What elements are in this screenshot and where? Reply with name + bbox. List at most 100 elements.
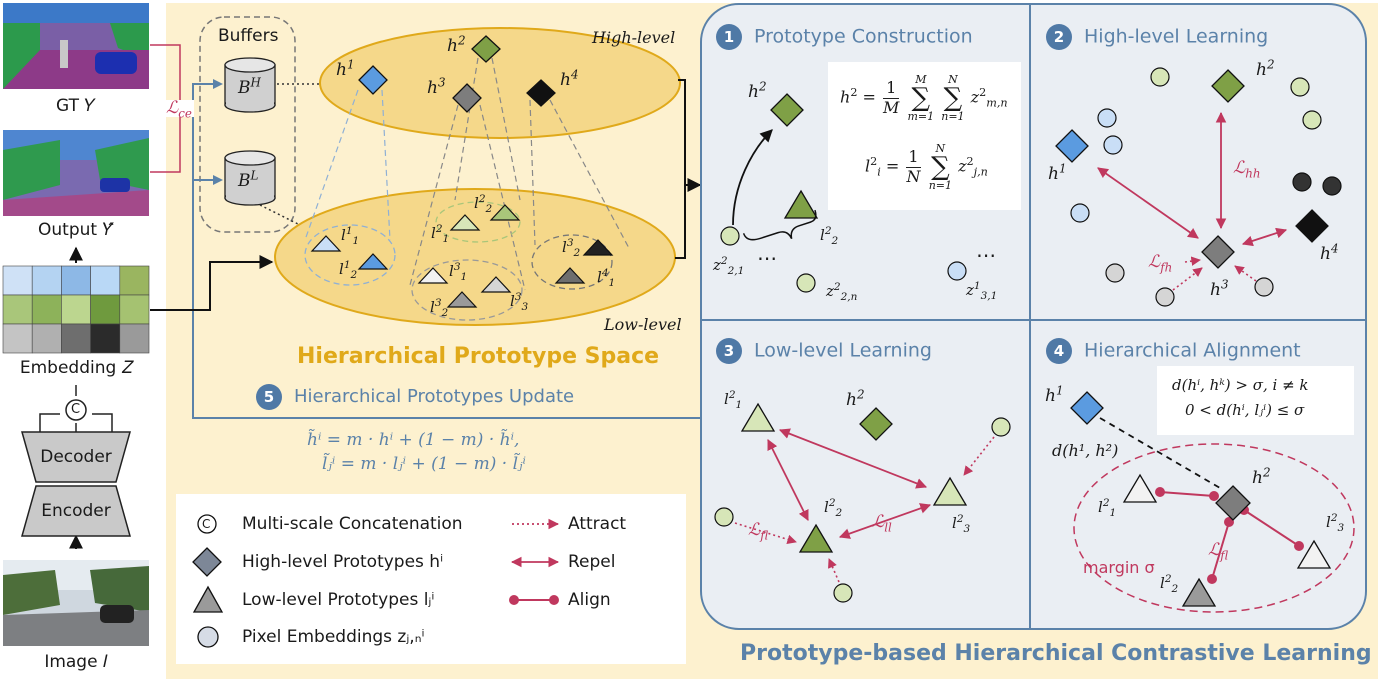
legend-concat: Multi-scale Concatenation — [242, 514, 463, 534]
gt-label: GT 𝑌 — [56, 96, 96, 116]
p4-h2-label: h2 — [1252, 465, 1271, 488]
p4-margin-ellipse — [1073, 443, 1355, 613]
space-l14-label: l41 — [597, 267, 616, 289]
decoder-block — [21, 431, 131, 483]
legend-concat-symbol: C — [202, 517, 211, 531]
space-l12-triangle — [449, 214, 481, 231]
embedding-cell — [2, 323, 33, 354]
p2-h3-diamond — [1201, 235, 1235, 269]
p1-equation-box — [828, 62, 1021, 210]
space-l21-label: l12 — [339, 259, 358, 281]
space-l14-triangle — [554, 267, 586, 284]
p1-z31-label: z13,1 — [966, 280, 998, 302]
space-l11-triangle — [310, 235, 342, 252]
high-level-label: High-level — [592, 28, 676, 47]
p4-cond-2: 0 < d(hⁱ, lⱼⁱ) ≤ σ — [1185, 401, 1305, 419]
space-l23b-label: l32 — [562, 237, 581, 259]
p3-l1-label: l21 — [724, 389, 743, 411]
p1-dots-1: ⋯ — [757, 246, 777, 270]
p4-distance-line — [1099, 417, 1221, 489]
embedding-cell — [119, 323, 150, 354]
p3-l3-label: l23 — [952, 513, 971, 535]
contrastive-title: Prototype-based Hierarchical Contrastive… — [740, 641, 1372, 666]
space-l11-label: l11 — [341, 225, 360, 247]
p3-l2-label: l22 — [824, 497, 843, 519]
space-l22-label: l22 — [474, 193, 493, 215]
p2-h1-label: h1 — [1048, 161, 1067, 184]
gt-image — [3, 3, 149, 89]
cluster-3 — [411, 259, 523, 321]
p2-h1-diamond — [1055, 129, 1089, 163]
embedding-cell — [61, 323, 91, 354]
embedding-cell — [90, 294, 121, 325]
space-l23-label: l32 — [430, 297, 449, 319]
space-h4-diamond — [526, 79, 556, 107]
low-to-panels-line — [675, 185, 686, 259]
embedding-cell — [2, 294, 33, 325]
p2-h4-label: h4 — [1320, 241, 1339, 264]
buffer-h-cylinder — [224, 57, 276, 113]
p4-l1-triangle — [1122, 473, 1158, 503]
p4-loss-fl: ℒfl — [1208, 540, 1229, 563]
concat-circle — [65, 399, 87, 421]
p4-l2-label: l22 — [1160, 573, 1179, 595]
embedding-cell — [31, 265, 62, 296]
decoder-label: Decoder — [40, 447, 112, 467]
p1-z2n-label: z22,n — [826, 281, 858, 303]
encoder-label: Encoder — [41, 501, 111, 521]
p2-h2-label: h2 — [1256, 57, 1275, 80]
p4-h1-label: h1 — [1045, 383, 1064, 406]
p1-brace — [742, 209, 817, 241]
embedding-cell — [61, 294, 91, 325]
space-h1-diamond — [358, 65, 388, 95]
space-h2-diamond — [471, 35, 501, 63]
update-eq-2: l̃ⱼⁱ = m · lⱼⁱ + (1 − m) · l̃ⱼⁱ — [322, 454, 526, 474]
cluster-1 — [304, 224, 396, 286]
space-h1-label: h1 — [336, 57, 355, 80]
contrastive-panel — [700, 3, 1367, 630]
p1-z2n-circle — [796, 273, 816, 293]
space-l22-triangle — [489, 204, 521, 221]
p1-l2-label: l22 — [820, 225, 839, 247]
p4-cond-1: d(hⁱ, hᵏ) > σ, i ≠ k — [1172, 376, 1309, 394]
high-to-panels-arrow — [678, 79, 702, 192]
embedding-cell — [90, 323, 121, 354]
embedding-grid — [2, 265, 150, 354]
embedding-cell — [31, 323, 62, 354]
p3-pixel-bottom — [833, 583, 853, 603]
concat-symbol: C — [71, 402, 81, 417]
embedding-label: Embedding 𝑍 — [19, 358, 133, 378]
p3-h2-label: h2 — [846, 387, 865, 410]
p4-align-lines — [1159, 491, 1300, 580]
update-arrowhead-h — [213, 79, 223, 89]
p1-h2-label: h2 — [748, 79, 767, 102]
space-l13-triangle — [417, 267, 449, 284]
p4-l3-label: l23 — [1326, 512, 1345, 534]
p4-h2-diamond — [1215, 485, 1251, 521]
legend-concat-icon — [197, 514, 217, 534]
p2-loss-hh: ℒhh — [1233, 158, 1261, 181]
low-level-label: Low-level — [604, 315, 682, 334]
buffers-title: Buffers — [218, 26, 279, 46]
update-eq-1: h̃ⁱ = m · hⁱ + (1 − m) · h̃ⁱ, — [307, 430, 520, 450]
space-h4-label: h4 — [560, 67, 579, 90]
embedding-cell — [61, 265, 91, 296]
space-l23-triangle — [446, 291, 478, 308]
space-l33-triangle — [480, 276, 512, 293]
p3-l3-triangle — [932, 476, 968, 506]
p3-pixel-right — [991, 417, 1011, 437]
p1-l2-triangle — [783, 189, 819, 219]
h2-h3-projection-lines — [409, 57, 631, 291]
legend-repel: Repel — [568, 552, 616, 572]
update-arrowhead-l — [213, 175, 223, 185]
space-l21-triangle — [357, 253, 389, 270]
embedding-cell — [2, 265, 33, 296]
buffer-h-label: BH — [238, 75, 261, 98]
embedding-cell — [119, 265, 150, 296]
